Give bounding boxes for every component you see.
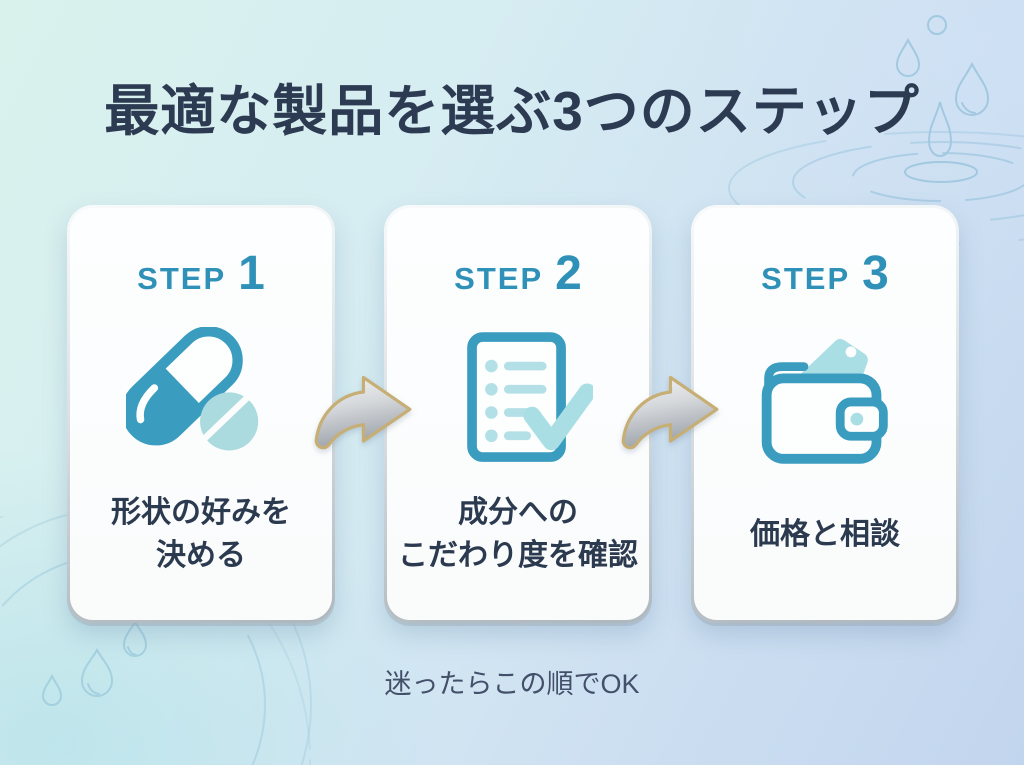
- checklist-icon: [443, 321, 593, 475]
- step-1-heading: STEP 1: [137, 246, 265, 301]
- caption-line: 価格と相談: [750, 517, 900, 551]
- step-3-caption: 価格と相談: [698, 490, 952, 580]
- page-title: 最適な製品を選ぶ3つのステップ: [104, 80, 920, 142]
- step-label: STEP: [137, 261, 227, 296]
- step-label: STEP: [454, 261, 544, 296]
- wallet-icon: [749, 321, 901, 475]
- step-card-2: STEP 2 成分への こだわり度を確認: [384, 205, 652, 623]
- caption-line: 形状の好みを: [111, 496, 291, 530]
- curved-swoosh-arrow-icon: [314, 375, 412, 450]
- step-number: 3: [862, 247, 889, 300]
- step-2-heading: STEP 2: [454, 246, 582, 301]
- step-2-caption: 成分への こだわり度を確認: [391, 490, 645, 580]
- step-1-caption: 形状の好みを 決める: [74, 490, 328, 580]
- curved-swoosh-arrow-icon: [621, 375, 719, 450]
- pill-and-tablet-icon: [126, 321, 276, 475]
- step-card-3: STEP 3 価格と相談: [691, 205, 959, 623]
- step-number: 1: [238, 247, 265, 300]
- step-number: 2: [555, 247, 582, 300]
- footer-note: 迷ったらこの順でOK: [384, 669, 640, 699]
- step-card-1: STEP 1 形状の好みを 決める: [67, 205, 335, 623]
- step-3-heading: STEP 3: [761, 246, 889, 301]
- step-label: STEP: [761, 261, 851, 296]
- caption-line: 決める: [156, 539, 246, 572]
- caption-line: こだわり度を確認: [398, 539, 638, 572]
- caption-line: 成分への: [458, 496, 578, 530]
